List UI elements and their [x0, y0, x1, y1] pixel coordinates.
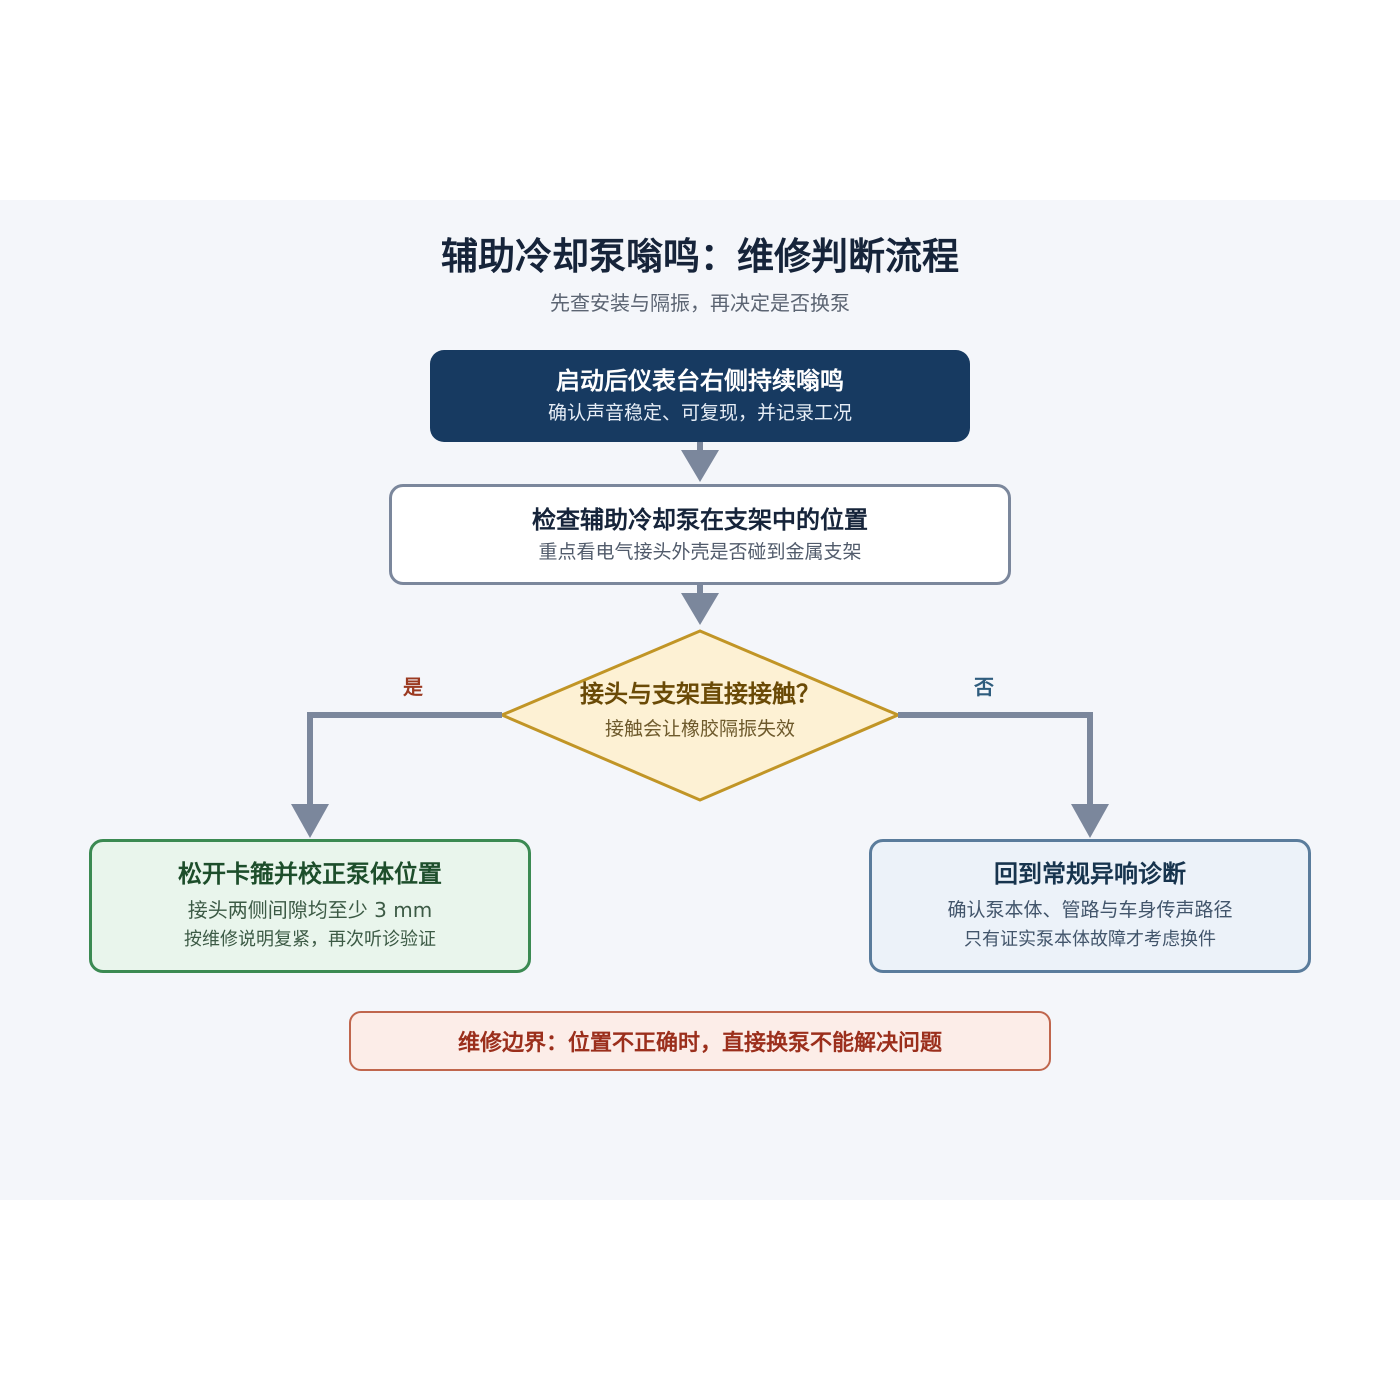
- decision-question: 接头与支架直接接触？: [580, 680, 820, 708]
- page-subtitle: 先查安装与隔振，再决定是否换泵: [550, 291, 850, 315]
- decision-detail: 接触会让橡胶隔振失效: [604, 718, 795, 740]
- no-action-title: 回到常规异响诊断: [994, 860, 1186, 888]
- check-node: 检查辅助冷却泵在支架中的位置 重点看电气接头外壳是否碰到金属支架: [389, 484, 1011, 585]
- connector-yes: [307, 712, 502, 806]
- start-node-detail: 确认声音稳定、可复现，并记录工况: [547, 402, 852, 424]
- decision-diamond: [498, 629, 902, 802]
- no-action-node: 回到常规异响诊断 确认泵本体、管路与车身传声路径 只有证实泵本体故障才考虑换件: [869, 839, 1311, 973]
- arrowhead-start-check: [681, 450, 719, 482]
- no-action-line-1: 确认泵本体、管路与车身传声路径: [947, 899, 1233, 921]
- repair-boundary-note: 维修边界：位置不正确时，直接换泵不能解决问题: [349, 1011, 1051, 1071]
- yes-action-title: 松开卡箍并校正泵体位置: [178, 860, 442, 888]
- yes-action-node: 松开卡箍并校正泵体位置 接头两侧间隙均至少 3 mm 按维修说明复紧，再次听诊验…: [89, 839, 531, 973]
- branch-label-yes: 是: [403, 675, 423, 699]
- connector-no: [898, 712, 1093, 806]
- arrowhead-check-decision: [681, 593, 719, 625]
- yes-action-line-1: 接头两侧间隙均至少 3 mm: [187, 898, 433, 922]
- check-node-title: 检查辅助冷却泵在支架中的位置: [532, 505, 868, 534]
- decision-node-text: 接头与支架直接接触？ 接触会让橡胶隔振失效: [500, 676, 900, 746]
- yes-action-line-2: 按维修说明复紧，再次听诊验证: [184, 929, 436, 950]
- branch-label-no: 否: [974, 675, 994, 699]
- check-node-detail: 重点看电气接头外壳是否碰到金属支架: [538, 540, 862, 563]
- arrowhead-no: [1071, 804, 1109, 838]
- no-action-line-2: 只有证实泵本体故障才考虑换件: [964, 929, 1216, 950]
- start-node: 启动后仪表台右侧持续嗡鸣 确认声音稳定、可复现，并记录工况: [430, 350, 970, 442]
- arrowhead-yes: [291, 804, 329, 838]
- page-title: 辅助冷却泵嗡鸣：维修判断流程: [441, 235, 959, 278]
- start-node-title: 启动后仪表台右侧持续嗡鸣: [556, 367, 844, 395]
